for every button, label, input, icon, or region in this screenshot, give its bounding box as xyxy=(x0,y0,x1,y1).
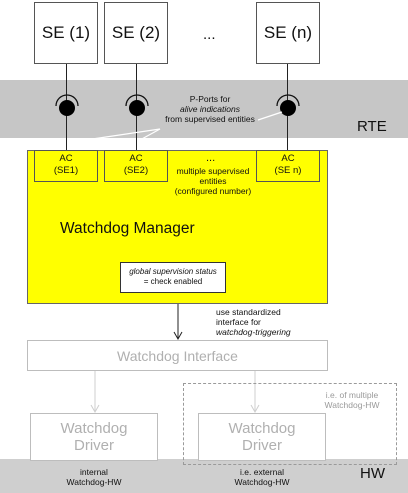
ac-box-sen-line2: (SE n) xyxy=(274,165,302,176)
se-box-2-label: SE (2) xyxy=(111,23,161,42)
pports-note-line1: P-Ports for xyxy=(189,94,231,104)
pports-leader-lines xyxy=(71,111,283,143)
ac-box-se1: AC (SE1) xyxy=(34,150,98,182)
external-hw-line2: Watchdog-HW xyxy=(234,477,290,487)
interface-note-line2: interface for xyxy=(216,317,261,327)
multiple-hw-note-line2: Watchdog-HW xyxy=(324,400,380,410)
hw-label: HW xyxy=(360,465,385,482)
pports-note-line3: from supervised entities xyxy=(165,114,255,124)
multiple-hw-note-line1: i.e. of multiple xyxy=(325,390,379,400)
se-box-n: SE (n) xyxy=(256,2,320,64)
internal-hw-line2: Watchdog-HW xyxy=(66,477,122,487)
multiple-watchdog-hw-region xyxy=(183,383,397,465)
multiple-hw-note: i.e. of multiple Watchdog-HW xyxy=(312,390,392,410)
driver-external-line2: Driver xyxy=(242,437,282,454)
se-box-n-label: SE (n) xyxy=(263,23,313,42)
manager-to-interface-arrow xyxy=(173,304,183,341)
watchdog-interface-box: Watchdog Interface xyxy=(27,340,328,371)
ac-note-line2: entities xyxy=(199,176,227,186)
ac-ellipsis: ... xyxy=(206,152,216,164)
ac-note: multiple supervised entities (configured… xyxy=(168,166,258,196)
ac-box-se2: AC (SE2) xyxy=(104,150,168,182)
se-box-1: SE (1) xyxy=(34,2,98,64)
se-box-2: SE (2) xyxy=(104,2,168,64)
interface-note-line3: watchdog-triggering xyxy=(216,327,291,337)
ac-note-line1: multiple supervised xyxy=(176,166,250,176)
ac-box-sen-line1: AC xyxy=(281,153,295,164)
pport-se1 xyxy=(55,94,79,116)
external-hw-line1: i.e. external xyxy=(240,467,284,477)
global-supervision-status-box: global supervision status = check enable… xyxy=(120,262,226,293)
se-ellipsis: ... xyxy=(203,26,216,43)
se-box-1-label: SE (1) xyxy=(41,23,91,42)
watchdog-manager-title: Watchdog Manager xyxy=(60,220,195,237)
interface-note-line1: use standardized xyxy=(216,307,281,317)
ac-box-se2-line2: (SE2) xyxy=(123,165,149,176)
internal-hw-label: internal Watchdog-HW xyxy=(54,467,134,487)
pports-note-line2: alive indications xyxy=(179,104,240,114)
interface-to-driver-arrows xyxy=(90,371,260,414)
internal-hw-line1: internal xyxy=(80,467,108,477)
ac-note-line3: (configured number) xyxy=(174,186,252,196)
watchdog-interface-label: Watchdog Interface xyxy=(117,347,238,364)
ac-box-se2-line1: AC xyxy=(129,153,143,164)
external-hw-label: i.e. external Watchdog-HW xyxy=(222,467,302,487)
driver-internal-line1: Watchdog xyxy=(60,420,128,437)
pports-note: P-Ports for alive indications from super… xyxy=(158,94,262,124)
watchdog-driver-internal: Watchdog Driver xyxy=(30,413,158,461)
driver-internal-line2: Driver xyxy=(74,437,114,454)
rte-label: RTE xyxy=(357,118,387,135)
status-line2: = check enabled xyxy=(143,277,203,286)
status-line1: global supervision status xyxy=(129,267,217,276)
driver-external-line1: Watchdog xyxy=(228,420,296,437)
watchdog-driver-external: Watchdog Driver xyxy=(198,413,326,461)
pport-se2 xyxy=(125,94,149,116)
ac-box-sen: AC (SE n) xyxy=(256,150,320,182)
pport-sen xyxy=(276,94,300,116)
ac-box-se1-line1: AC xyxy=(59,153,73,164)
interface-note: use standardized interface for watchdog-… xyxy=(216,307,312,337)
ac-box-se1-line2: (SE1) xyxy=(53,165,79,176)
